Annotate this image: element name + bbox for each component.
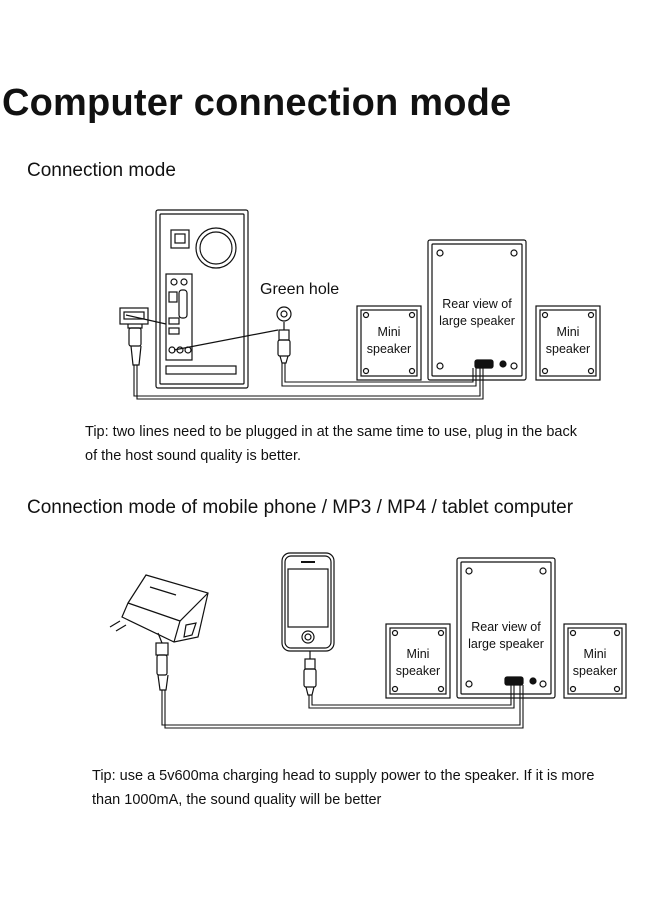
tip-2-line2: than 1000mA, the sound quality will be b…	[92, 792, 382, 808]
mini-speaker-left-label-line1: Mini	[407, 647, 430, 661]
mini-speaker-left-label-line1: Mini	[378, 325, 401, 339]
speaker-icon	[535, 305, 601, 381]
speaker-icon	[385, 623, 451, 699]
page-title: Computer connection mode	[2, 82, 512, 124]
mini-speaker-right-label-line2: speaker	[546, 342, 590, 356]
cables	[161, 685, 524, 729]
mobile-connection-diagram: Rear view of large speaker Mini speaker …	[109, 552, 627, 729]
rear-view-label-line2: large speaker	[468, 637, 544, 651]
tip-1-line1: Tip: two lines need to be plugged in at …	[85, 424, 577, 440]
smartphone-icon	[281, 552, 335, 696]
section1-title: Connection mode	[27, 160, 176, 181]
rear-view-label-line1: Rear view of	[442, 297, 512, 311]
rear-view-label-line1: Rear view of	[471, 620, 541, 634]
mini-speaker-right-label-line1: Mini	[584, 647, 607, 661]
speaker-icon	[356, 305, 422, 381]
green-hole-label: Green hole	[260, 281, 339, 298]
mini-speaker-right-label-line1: Mini	[557, 325, 580, 339]
mini-speaker-right-label-line2: speaker	[573, 664, 617, 678]
cables	[133, 363, 484, 400]
usb-plug-icon	[119, 307, 167, 366]
audio-jack-icon	[173, 306, 292, 364]
tip-1-line2: of the host sound quality is better.	[85, 448, 302, 464]
mini-speaker-left-label-line2: speaker	[367, 342, 411, 356]
rear-view-label-line2: large speaker	[439, 314, 515, 328]
computer-connection-diagram: Green hole Rear view of large speaker Mi…	[119, 209, 601, 400]
tip-text-1: Tip: two lines need to be plugged in at …	[85, 420, 577, 468]
speaker-icon	[427, 239, 527, 381]
computer-tower-icon	[155, 209, 249, 389]
mini-speaker-left-label-line2: speaker	[396, 664, 440, 678]
speaker-icon	[456, 557, 556, 699]
section2-title: Connection mode of mobile phone / MP3 / …	[27, 497, 574, 518]
tip-text-2: Tip: use a 5v600ma charging head to supp…	[92, 764, 594, 812]
power-adapter-icon	[109, 574, 209, 691]
tip-2-line1: Tip: use a 5v600ma charging head to supp…	[92, 768, 595, 784]
speaker-icon	[563, 623, 627, 699]
